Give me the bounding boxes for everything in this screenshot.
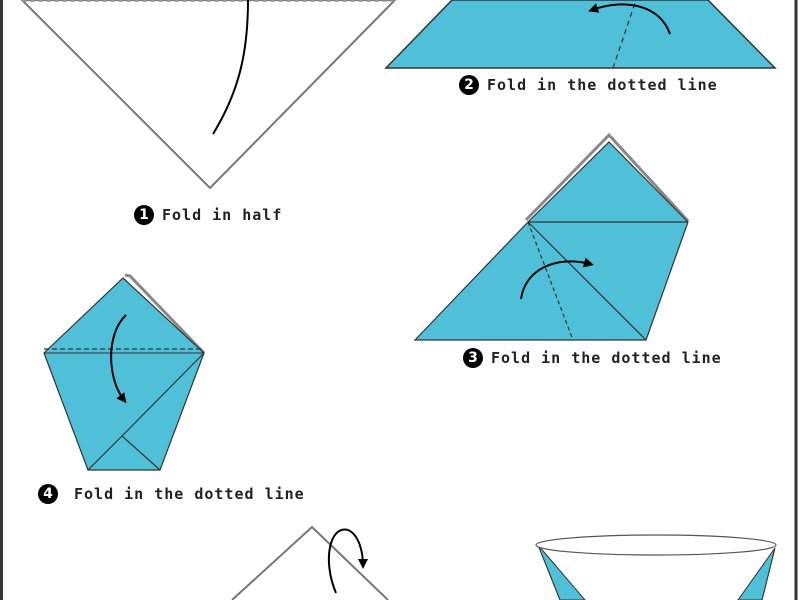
step-4-label: 4 Fold in the dotted line	[38, 484, 305, 504]
fold-arrow	[327, 528, 368, 594]
fold-arrow	[520, 257, 594, 300]
step-number-badge: 2	[459, 75, 479, 95]
step-4-figure	[43, 273, 206, 471]
step-number-badge: 3	[463, 348, 483, 368]
step-instruction: Fold in the dotted line	[491, 349, 722, 367]
step-1-label: 1 Fold in half	[134, 205, 282, 225]
fold-arrow	[212, 0, 249, 135]
step-2-label: 2 Fold in the dotted line	[459, 75, 718, 95]
fold-arrow	[110, 314, 127, 404]
step-3-figure	[413, 132, 690, 341]
step-2-figure	[384, 0, 777, 69]
step-number-badge: 4	[38, 484, 58, 504]
step-instruction: Fold in the dotted line	[74, 485, 305, 503]
step-5-figure	[231, 525, 389, 600]
fold-arrow	[588, 3, 671, 35]
step-instruction: Fold in the dotted line	[487, 76, 718, 94]
step-number-badge: 1	[134, 205, 154, 225]
step-1-figure	[20, 0, 397, 190]
step-instruction: Fold in half	[162, 206, 283, 224]
step-3-label: 3 Fold in the dotted line	[463, 348, 722, 368]
step-6-figure	[535, 534, 777, 600]
